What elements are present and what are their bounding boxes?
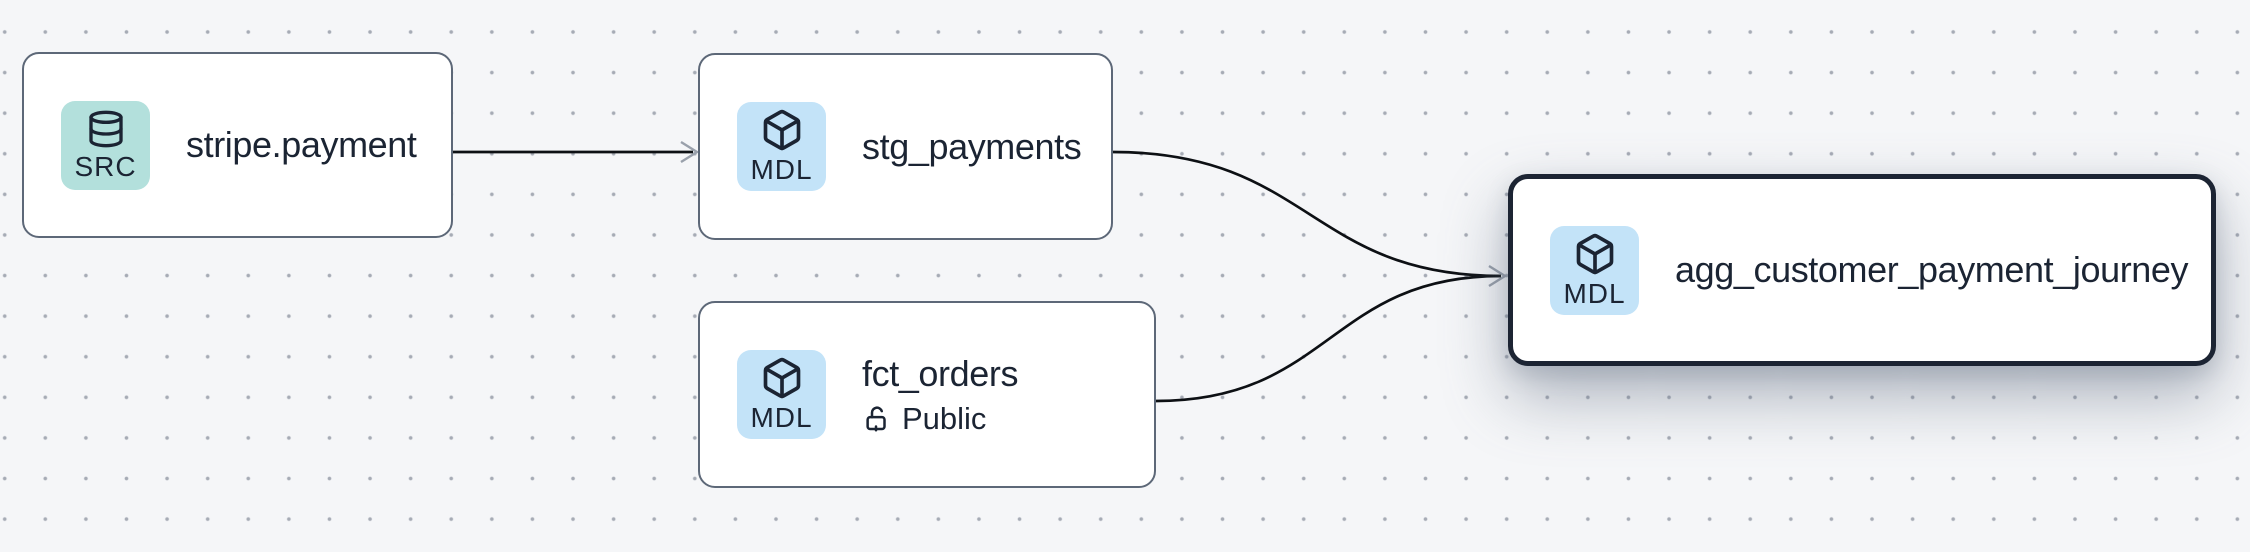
arrowhead-icon	[1488, 264, 1508, 288]
node-title: stripe.payment	[186, 124, 417, 165]
access-row: Public	[862, 400, 1018, 438]
node-title: fct_orders	[862, 352, 1019, 394]
edge-stripe-payment-to-stg-payments	[453, 140, 700, 164]
source-badge: SRC	[61, 100, 150, 190]
model-badge: MDL	[737, 350, 826, 439]
database-icon	[88, 110, 123, 147]
badge-label: MDL	[1563, 277, 1626, 309]
model-badge: MDL	[1550, 225, 1639, 315]
node-stg-payments[interactable]: MDL stg_payments	[698, 53, 1113, 240]
cube-icon	[1576, 233, 1613, 274]
cube-icon	[763, 357, 800, 399]
cube-icon	[763, 109, 800, 151]
badge-label: MDL	[750, 402, 813, 433]
edge-stg-payments-to-agg-customer-payment-journey	[1112, 150, 1502, 278]
badge-label: MDL	[750, 154, 813, 185]
node-title: agg_customer_payment_journey	[1675, 249, 2189, 290]
arrowhead-icon	[680, 140, 700, 164]
access-label: Public	[902, 400, 987, 436]
node-title: stg_payments	[862, 125, 1082, 167]
node-fct-orders[interactable]: MDL fct_orders Public	[698, 301, 1156, 488]
node-stripe-payment[interactable]: SRC stripe.payment	[22, 52, 453, 238]
node-agg-customer-payment-journey[interactable]: MDL agg_customer_payment_journey	[1508, 174, 2216, 366]
lock-open-icon	[866, 406, 886, 431]
edge-fct-orders-to-agg-customer-payment-journey	[1155, 274, 1502, 403]
badge-label: SRC	[74, 150, 137, 182]
model-badge: MDL	[737, 102, 826, 191]
